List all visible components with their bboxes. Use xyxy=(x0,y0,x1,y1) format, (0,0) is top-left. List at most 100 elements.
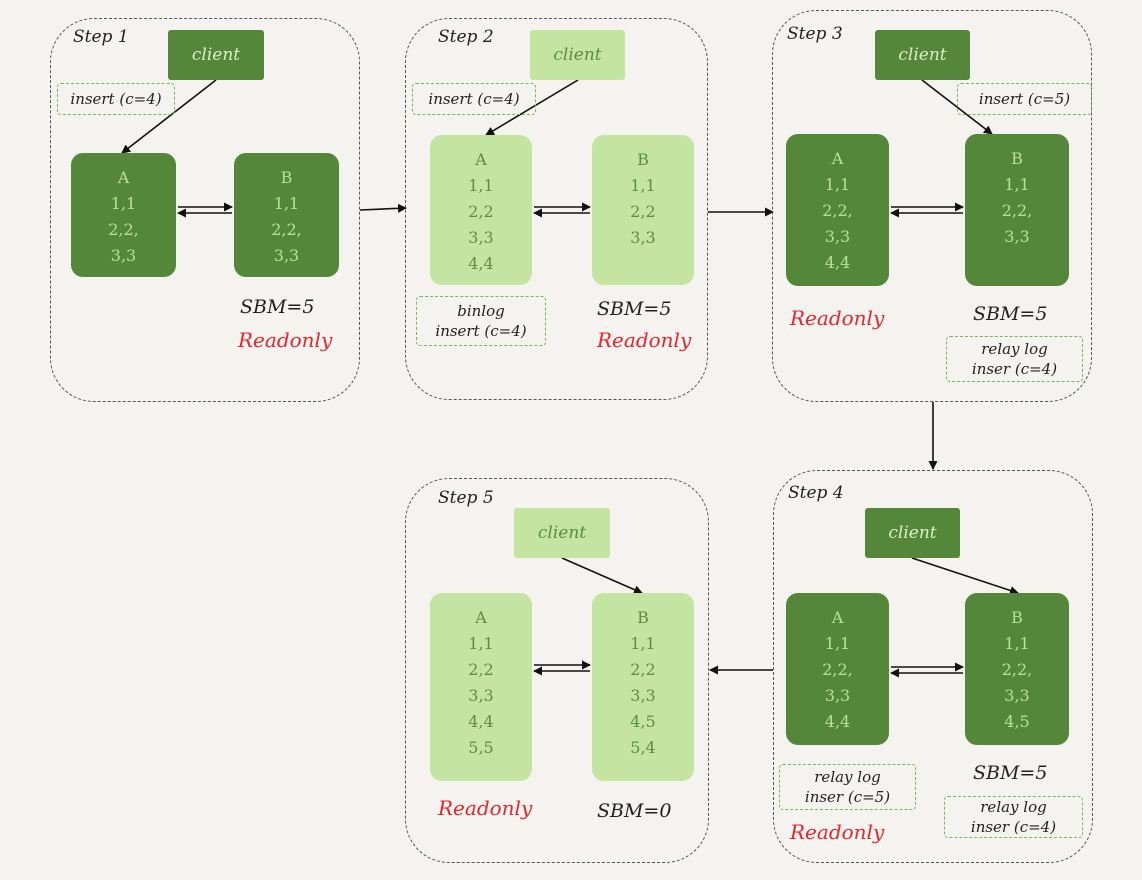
node-name: A xyxy=(831,149,844,168)
node-row: 3,3 xyxy=(273,246,300,265)
node-row: 2,2, xyxy=(271,220,302,239)
node-row: 2,2, xyxy=(822,660,853,679)
node-row: 1,1 xyxy=(273,194,300,213)
node-row: 3,3 xyxy=(1004,227,1030,246)
transition-step1-to-step2 xyxy=(359,203,407,213)
note-line: relay log xyxy=(980,798,1047,816)
note-line: relay log xyxy=(814,768,881,786)
step-5-client-arrow xyxy=(561,557,643,594)
node-row: 4,4 xyxy=(824,712,851,731)
step-3-frame xyxy=(772,10,1092,402)
node-name: B xyxy=(637,608,649,627)
node-row: 1,1 xyxy=(468,634,494,653)
node-row: 1,1 xyxy=(1004,175,1030,194)
step-3-note: relay log inser (c=4) xyxy=(946,336,1083,382)
node-row: 3,3 xyxy=(630,686,656,705)
note-line: inser (c=5) xyxy=(804,788,891,806)
node-row: 3,3 xyxy=(110,246,137,265)
step-1-note: insert (c=4) xyxy=(57,83,175,115)
node-name: A xyxy=(475,150,487,169)
node-row: 1,1 xyxy=(824,175,851,194)
step-2-readonly: Readonly xyxy=(597,328,692,352)
node-row: 3,3 xyxy=(630,228,656,247)
step-4-node-a: A 1,1 2,2, 3,3 4,4 xyxy=(786,593,889,745)
node-name: B xyxy=(1011,608,1023,627)
node-row: 3,3 xyxy=(824,686,851,705)
step-2-sbm: SBM=5 xyxy=(597,298,672,320)
step-3-readonly: Readonly xyxy=(790,306,885,330)
note-line: insert (c=4) xyxy=(70,90,162,108)
step-5-sbm: SBM=0 xyxy=(597,800,672,822)
node-row: 4,4 xyxy=(468,712,494,731)
step-5-readonly: Readonly xyxy=(438,796,533,820)
note-line: insert (c=4) xyxy=(428,90,520,108)
step-5-client: client xyxy=(514,508,610,558)
step-2-note: binlog insert (c=4) xyxy=(416,296,546,346)
node-row: 4,5 xyxy=(1004,712,1030,731)
step-1-readonly: Readonly xyxy=(238,328,333,352)
step-3-label: Step 3 xyxy=(787,24,843,44)
node-row: 2,2, xyxy=(1001,201,1033,220)
node-row: 5,5 xyxy=(468,738,494,757)
node-row: 2,2, xyxy=(1001,660,1033,679)
node-name: A xyxy=(117,168,130,187)
node-row: 2,2, xyxy=(108,220,139,239)
step-5-frame xyxy=(405,478,709,863)
step-1-frame xyxy=(50,18,360,402)
step-3-note: insert (c=5) xyxy=(957,83,1092,115)
node-row: 1,1 xyxy=(630,176,656,195)
step-3-node-b: B 1,1 2,2, 3,3 xyxy=(965,134,1069,286)
step-2-client: client xyxy=(530,30,625,80)
step-4-node-b: B 1,1 2,2, 3,3 4,5 xyxy=(965,593,1069,745)
step-3-sbm: SBM=5 xyxy=(973,303,1048,325)
node-row: 3,3 xyxy=(468,228,494,247)
step-1-label: Step 1 xyxy=(73,27,129,47)
node-row: 3,3 xyxy=(468,686,494,705)
node-row: 1,1 xyxy=(630,634,656,653)
note-line: insert (c=4) xyxy=(435,322,527,340)
note-line: inser (c=4) xyxy=(971,360,1058,378)
step-1-node-b: B 1,1 2,2, 3,3 xyxy=(234,153,339,277)
step-2-frame xyxy=(405,18,708,400)
step-2-label: Step 2 xyxy=(438,27,494,47)
note-line: relay log xyxy=(981,340,1048,358)
note-line: inser (c=4) xyxy=(970,818,1057,836)
step-1-sbm: SBM=5 xyxy=(240,296,315,318)
note-line: insert (c=5) xyxy=(978,90,1071,108)
step-2-note: insert (c=4) xyxy=(412,83,536,115)
node-name: A xyxy=(475,608,487,627)
step-4-client: client xyxy=(865,508,960,558)
step-4-note: relay log inser (c=5) xyxy=(779,764,916,810)
node-row: 2,2 xyxy=(468,660,494,679)
step-4-frame xyxy=(773,470,1093,863)
node-row: 4,4 xyxy=(468,254,494,273)
step-5-node-a: A 1,1 2,2 3,3 4,4 5,5 xyxy=(430,593,532,781)
step-4-sbm: SBM=5 xyxy=(973,762,1048,784)
node-name: A xyxy=(831,608,844,627)
step-4-client-arrow xyxy=(911,557,1019,595)
step-4-label: Step 4 xyxy=(788,483,844,503)
node-row: 2,2 xyxy=(630,660,656,679)
node-row: 3,3 xyxy=(1004,686,1030,705)
node-row: 2,2, xyxy=(822,201,853,220)
step-1-client-arrow xyxy=(121,79,217,154)
node-row: 1,1 xyxy=(1004,634,1030,653)
note-line: binlog xyxy=(457,302,505,320)
step-1-client: client xyxy=(168,30,264,80)
node-name: B xyxy=(280,168,293,187)
step-5-label: Step 5 xyxy=(438,488,494,508)
step-3-client: client xyxy=(875,30,970,80)
node-row: 1,1 xyxy=(824,634,851,653)
step-5-node-b: B 1,1 2,2 3,3 4,5 5,4 xyxy=(592,593,694,781)
node-row: 5,4 xyxy=(630,738,656,757)
node-row: 4,5 xyxy=(630,712,656,731)
step-2-client-arrow xyxy=(485,79,579,136)
node-row: 2,2 xyxy=(630,202,656,221)
node-row: 4,4 xyxy=(824,253,851,272)
node-row: 1,1 xyxy=(468,176,494,195)
node-name: B xyxy=(1011,149,1023,168)
